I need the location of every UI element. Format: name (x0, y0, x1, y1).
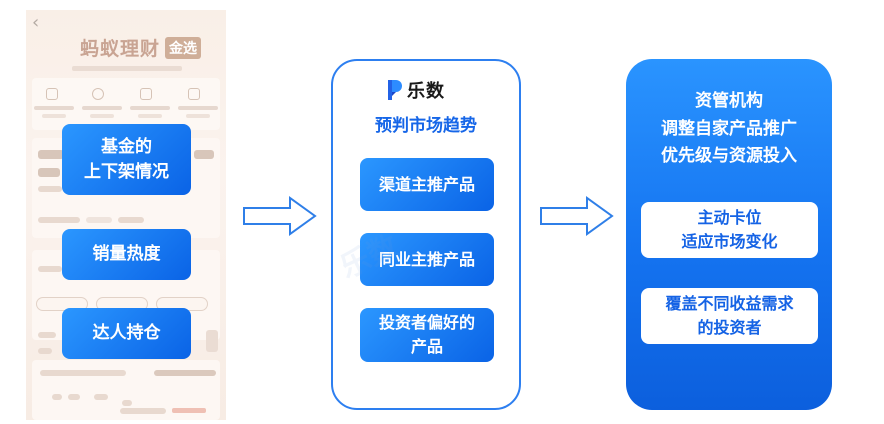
tag-sales-popularity: 销量热度 (62, 229, 191, 280)
tag-fund-listing-status: 基金的 上下架情况 (62, 124, 191, 195)
icon-row (32, 78, 220, 130)
target-icon (92, 88, 104, 100)
tag-expert-holdings: 达人持仓 (62, 308, 191, 359)
leshu-logo-icon (388, 80, 402, 100)
item-cover-investors: 覆盖不同收益需求 的投资者 (641, 288, 818, 344)
right-arrow-icon (243, 196, 317, 236)
bag-icon (140, 88, 152, 100)
subtitle-placeholder (72, 66, 182, 71)
logo-text: 乐数 (407, 81, 445, 102)
trend-panel-title: 预判市场趋势 (375, 116, 477, 136)
app-brand: 蚂蚁理财 (80, 38, 161, 60)
brand-badge: 金选 (165, 37, 201, 59)
item-channel-promoted: 渠道主推产品 (360, 158, 494, 211)
item-investor-preferred: 投资者偏好的 产品 (360, 308, 494, 362)
chart-icon (46, 88, 58, 100)
right-arrow-icon-2 (540, 196, 614, 236)
leshu-logo: 乐数 (388, 77, 445, 103)
item-proactive-positioning: 主动卡位 适应市场变化 (641, 202, 818, 258)
item-peer-promoted: 同业主推产品 (360, 233, 494, 286)
asset-manager-title: 资管机构 调整自家产品推广 优先级与资源投入 (661, 91, 797, 167)
chevron-left-icon: ‹ (32, 12, 40, 33)
coin-icon (188, 88, 200, 100)
